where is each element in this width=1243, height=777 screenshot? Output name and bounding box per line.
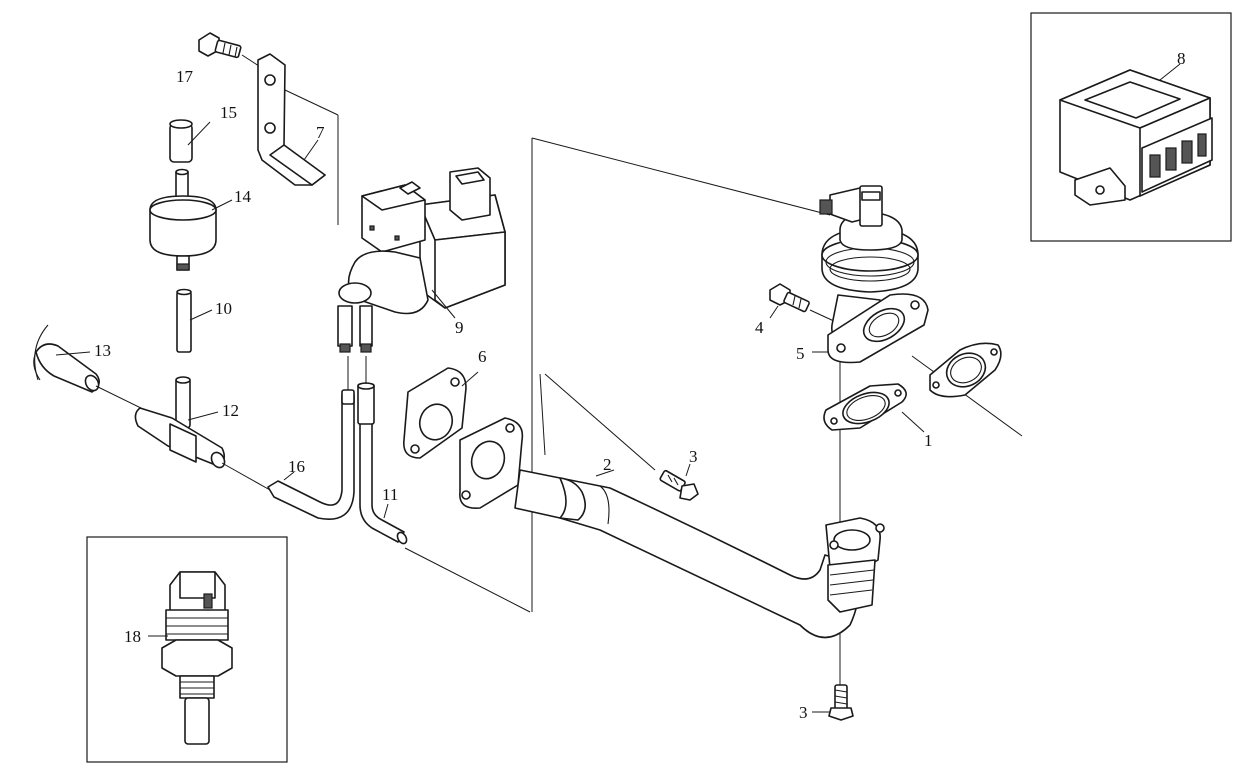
assembly-plane-lines [404,137,1023,690]
callout-18: 18 [124,627,141,646]
gasket-6 [403,367,479,459]
callout-15: 15 [220,103,237,122]
callout-5: 5 [796,344,805,363]
callout-1: 1 [924,431,933,450]
callout-13: 13 [94,341,111,360]
callout-3-upper: 3 [689,447,698,466]
hose-16 [267,356,355,520]
egr-pipe-2 [459,417,885,639]
control-unit-8 [1059,63,1213,206]
solenoid-valve-9 [337,167,506,353]
callout-2: 2 [603,455,612,474]
callout-11: 11 [382,485,398,504]
bolt-3-lower [828,684,854,721]
bolt-17 [198,32,263,69]
gasket-1-lower [823,383,925,433]
inset-frame-control-unit [1030,12,1232,242]
callout-14: 14 [234,187,252,206]
inset-frame-sensor [86,536,288,763]
callout-4: 4 [755,318,764,337]
damper-14 [149,168,217,271]
sensor-18 [148,571,233,745]
hose-13 [33,324,146,411]
hose-10 [176,288,192,353]
bolt-4 [769,283,837,323]
cap-15 [169,119,193,163]
callout-leaders [55,121,830,713]
callout-6: 6 [478,347,487,366]
hose-11 [357,356,408,545]
callout-17: 17 [176,67,194,86]
bolt-3-upper [659,469,699,501]
callout-3-lower: 3 [799,703,808,722]
flange-5 [812,293,929,364]
callout-7: 7 [316,123,325,142]
bracket-7 [257,53,339,225]
callout-16: 16 [288,457,305,476]
gasket-1-upper [929,342,1002,398]
callout-10: 10 [215,299,232,318]
t-connector-12 [134,376,271,491]
callout-9: 9 [455,318,464,337]
egr-valve [819,185,919,346]
callout-8: 8 [1177,49,1186,68]
callout-12: 12 [222,401,239,420]
